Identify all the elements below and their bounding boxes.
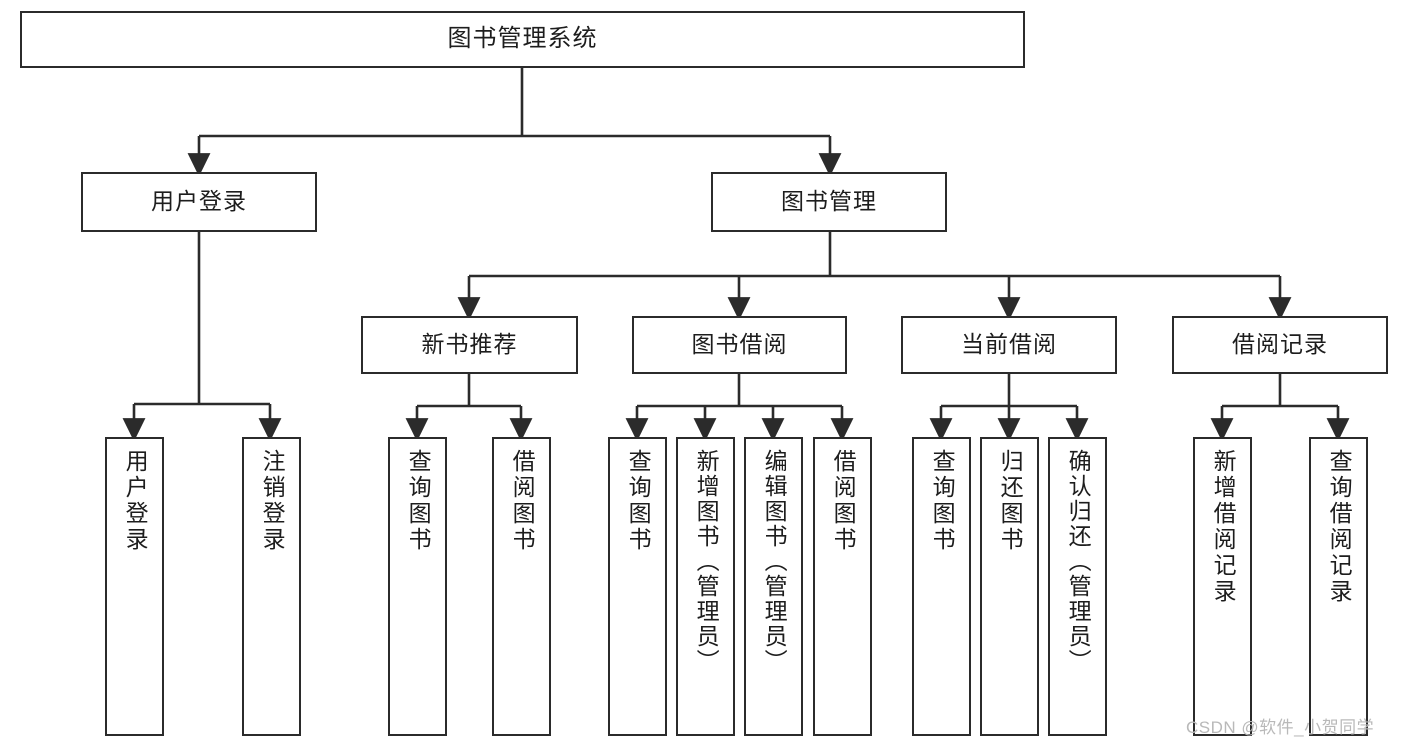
node-label: 归还图书 (997, 449, 1024, 553)
node-root-book-management-system[interactable]: 图书管理系统 (20, 11, 1025, 68)
csdn-watermark: CSDN @软件_小贺同学 (1186, 718, 1375, 737)
node-label: 新书推荐 (421, 331, 518, 358)
leaf-new-book-borrow-book[interactable]: 借阅图书 (492, 437, 551, 736)
leaf-current-borrow-return-book[interactable]: 归还图书 (980, 437, 1039, 736)
node-label: 图书借阅 (691, 331, 788, 358)
leaf-book-borrow-add-book-admin[interactable]: 新增图书（管理员） (676, 437, 735, 736)
node-label: 借阅图书 (509, 449, 536, 553)
leaf-borrow-records-add-record[interactable]: 新增借阅记录 (1193, 437, 1252, 736)
node-new-book-recommend[interactable]: 新书推荐 (361, 316, 578, 374)
leaf-book-borrow-query-book[interactable]: 查询图书 (608, 437, 667, 736)
node-label: 查询图书 (625, 449, 652, 553)
leaf-user-login-login[interactable]: 用户登录 (105, 437, 164, 736)
node-label: 新增借阅记录 (1210, 449, 1237, 605)
node-label: 当前借阅 (961, 331, 1057, 358)
leaf-borrow-records-query-record[interactable]: 查询借阅记录 (1309, 437, 1368, 736)
leaf-book-borrow-borrow-book[interactable]: 借阅图书 (813, 437, 872, 736)
leaf-current-borrow-query-book[interactable]: 查询图书 (912, 437, 971, 736)
node-current-borrow[interactable]: 当前借阅 (901, 316, 1117, 374)
node-label: 借阅记录 (1232, 331, 1328, 358)
node-label: 查询图书 (405, 449, 432, 553)
node-borrow-records[interactable]: 借阅记录 (1172, 316, 1388, 374)
leaf-book-borrow-edit-book-admin[interactable]: 编辑图书（管理员） (744, 437, 803, 736)
node-label: 编辑图书（管理员） (761, 449, 788, 674)
node-label: 注销登录 (259, 449, 286, 553)
node-book-management[interactable]: 图书管理 (711, 172, 947, 232)
node-user-login[interactable]: 用户登录 (81, 172, 317, 232)
node-label: 借阅图书 (830, 449, 857, 553)
leaf-new-book-query-book[interactable]: 查询图书 (388, 437, 447, 736)
node-label: 查询图书 (929, 449, 956, 553)
node-label: 查询借阅记录 (1326, 449, 1353, 605)
node-label: 图书管理 (781, 188, 877, 215)
node-label: 用户登录 (122, 449, 149, 553)
node-label: 图书管理系统 (447, 25, 598, 53)
leaf-current-borrow-confirm-return-admin[interactable]: 确认归还（管理员） (1048, 437, 1107, 736)
node-label: 新增图书（管理员） (693, 449, 720, 674)
node-label: 用户登录 (151, 188, 247, 215)
leaf-user-login-logout[interactable]: 注销登录 (242, 437, 301, 736)
node-label: 确认归还（管理员） (1065, 449, 1092, 674)
node-book-borrow[interactable]: 图书借阅 (632, 316, 847, 374)
